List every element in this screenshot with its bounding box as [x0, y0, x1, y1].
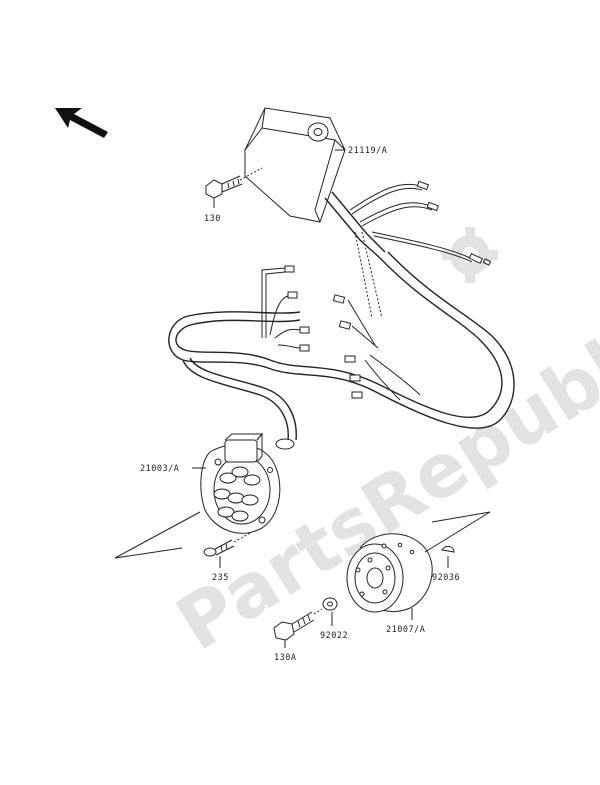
leader-lines [192, 149, 449, 648]
alignment-line-stator [114, 511, 201, 559]
woodruff-key [441, 545, 455, 553]
label-flywheel: 21007/A [386, 625, 425, 635]
stator-screw [203, 531, 253, 557]
label-key: 92036 [432, 573, 460, 583]
cdi-unit [244, 107, 386, 259]
label-screw-stator: 235 [212, 573, 229, 583]
stator [200, 432, 281, 534]
label-bolt-cdi: 130 [204, 214, 221, 224]
stator-coils [213, 466, 261, 522]
wiring-harness [168, 251, 515, 450]
flywheel-rotor [346, 533, 433, 613]
direction-arrow-icon [55, 108, 108, 138]
flywheel-bolt [273, 608, 323, 641]
part-labels: 21119/A 130 21003/A 235 21007/A 92036 92… [140, 146, 460, 663]
label-stator: 21003/A [140, 464, 179, 474]
label-bolt-flywheel: 130A [274, 653, 296, 663]
washer [322, 597, 338, 611]
watermark-gear-icon [442, 227, 498, 283]
alignment-line-flywheel [424, 511, 491, 553]
cdi-mounting-bolt [205, 167, 263, 199]
cdi-wires [349, 180, 492, 319]
label-cdi-unit: 21119/A [348, 146, 387, 156]
label-washer: 92022 [320, 631, 348, 641]
